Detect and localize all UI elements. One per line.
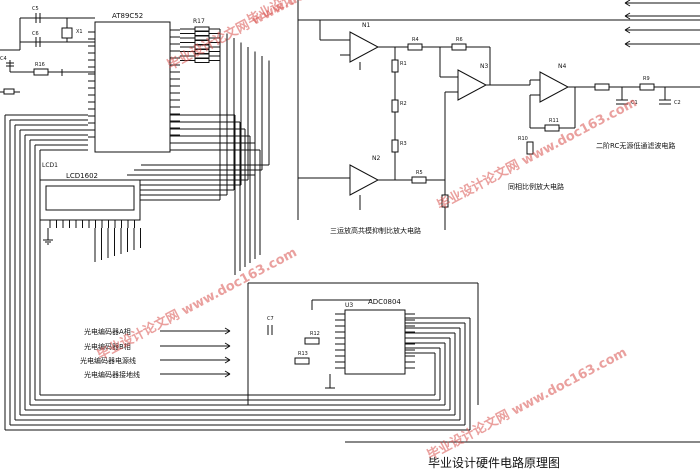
lowpass-label: 二阶RC无源低通滤波电路 [596,141,675,150]
resistor-array-r17: R17 [180,18,220,63]
c6-label: C6 [32,31,39,37]
encoder-arrowhead [224,327,231,332]
signal-arrowhead [624,0,631,4]
adc-title: ADC0804 [368,298,401,306]
n1-label: N1 [362,22,370,29]
watermark-3: 毕业设计论文网 www.doc163.com [434,94,639,213]
watermark-2: 毕业设计论文网 www.doc163.com [244,0,449,29]
lcd-ref-label: LCD1 [42,162,58,169]
n4-label: N4 [558,63,566,70]
opamp-n1 [349,31,380,63]
encoder-arrowhead [224,345,231,350]
signal-arrowhead [624,43,631,48]
r12-label: R12 [310,331,320,337]
lcd-title: LCD1602 [66,172,98,180]
encoder-ground-label: 光电编码器接地线 [84,370,140,379]
signal-arrowhead [624,12,631,17]
encoder-arrowhead [224,342,231,347]
r16-label: R16 [35,62,45,68]
r11-label: R11 [549,118,559,124]
encoder-b-label: 光电编码器B相 [84,342,131,351]
c4-label: C4 [0,56,7,62]
c1-label: C1 [631,100,638,106]
resistor-r6 [451,43,467,51]
r1-label: R1 [400,61,407,67]
c7-label: C7 [267,316,274,322]
signal-arrowhead [624,40,631,45]
r6-label: R6 [456,37,463,43]
resistor-r16 [33,68,49,76]
resistor-r12 [304,337,320,345]
signal-arrowhead [624,29,631,34]
diagram-title: 毕业设计硬件电路原理图 [428,455,560,470]
opamp-n4 [539,71,570,103]
n3-label: N3 [480,63,488,70]
c2-label: C2 [674,100,681,106]
resistor-r1 [391,59,399,73]
mcu-to-adc-bus [4,114,471,431]
encoder-power-label: 光电编码器电源线 [80,356,136,365]
r17-label: R17 [193,18,205,25]
resistor-r7 [441,194,449,208]
reset-button [3,88,15,95]
r10-label: R10 [518,136,528,142]
r9-label: R9 [643,76,650,82]
resistor-r4 [407,43,423,51]
resistor-r9 [639,83,655,91]
resistor-r2 [391,99,399,113]
adc0804: U3 ADC0804 C7 R12 R13 [247,282,479,405]
encoder-arrowhead [224,359,231,364]
r5-label: R5 [416,170,423,176]
mcu-title: AT89C52 [112,12,143,20]
lcd1602: LCD1 LCD1602 [39,162,141,262]
r13-label: R13 [298,351,308,357]
opamp-n3 [457,69,488,101]
resistor-r5 [411,176,427,184]
amplifier-chain: N1 N2 R1 R2 R3 R4 R6 N3 [297,0,700,230]
encoder-arrowhead [224,330,231,335]
r2-label: R2 [400,101,407,107]
resistor-r8 [594,83,610,91]
signal-arrowhead [624,15,631,20]
inamp-label: 三运放高共模抑制比放大电路 [330,226,421,235]
opamp-n2 [349,164,380,196]
u3-label: U3 [345,302,353,309]
resistor-r13 [294,357,310,365]
encoder-arrowhead [224,370,231,375]
r17-element [194,31,210,36]
encoder-inputs [160,327,231,378]
n2-label: N2 [372,155,380,162]
oscillator-section: C5 C6 X1 C4 R16 [0,6,95,95]
signal-arrowhead [624,26,631,31]
x1-label: X1 [76,29,83,35]
encoder-a-label: 光电编码器A相 [84,327,131,336]
resistor-r11 [544,124,560,132]
crystal-x1 [61,27,73,39]
signal-arrowhead [624,2,631,7]
prop-amp-label: 同相比例放大电路 [508,182,564,191]
resistor-r3 [391,139,399,153]
encoder-arrowhead [224,373,231,378]
r4-label: R4 [412,37,419,43]
r17-element [194,26,210,32]
encoder-arrowhead [224,356,231,361]
resistor-r10 [526,141,534,155]
mcu-at89c52: AT89C52 [88,12,180,153]
c5-label: C5 [32,6,39,12]
r3-label: R3 [400,141,407,147]
